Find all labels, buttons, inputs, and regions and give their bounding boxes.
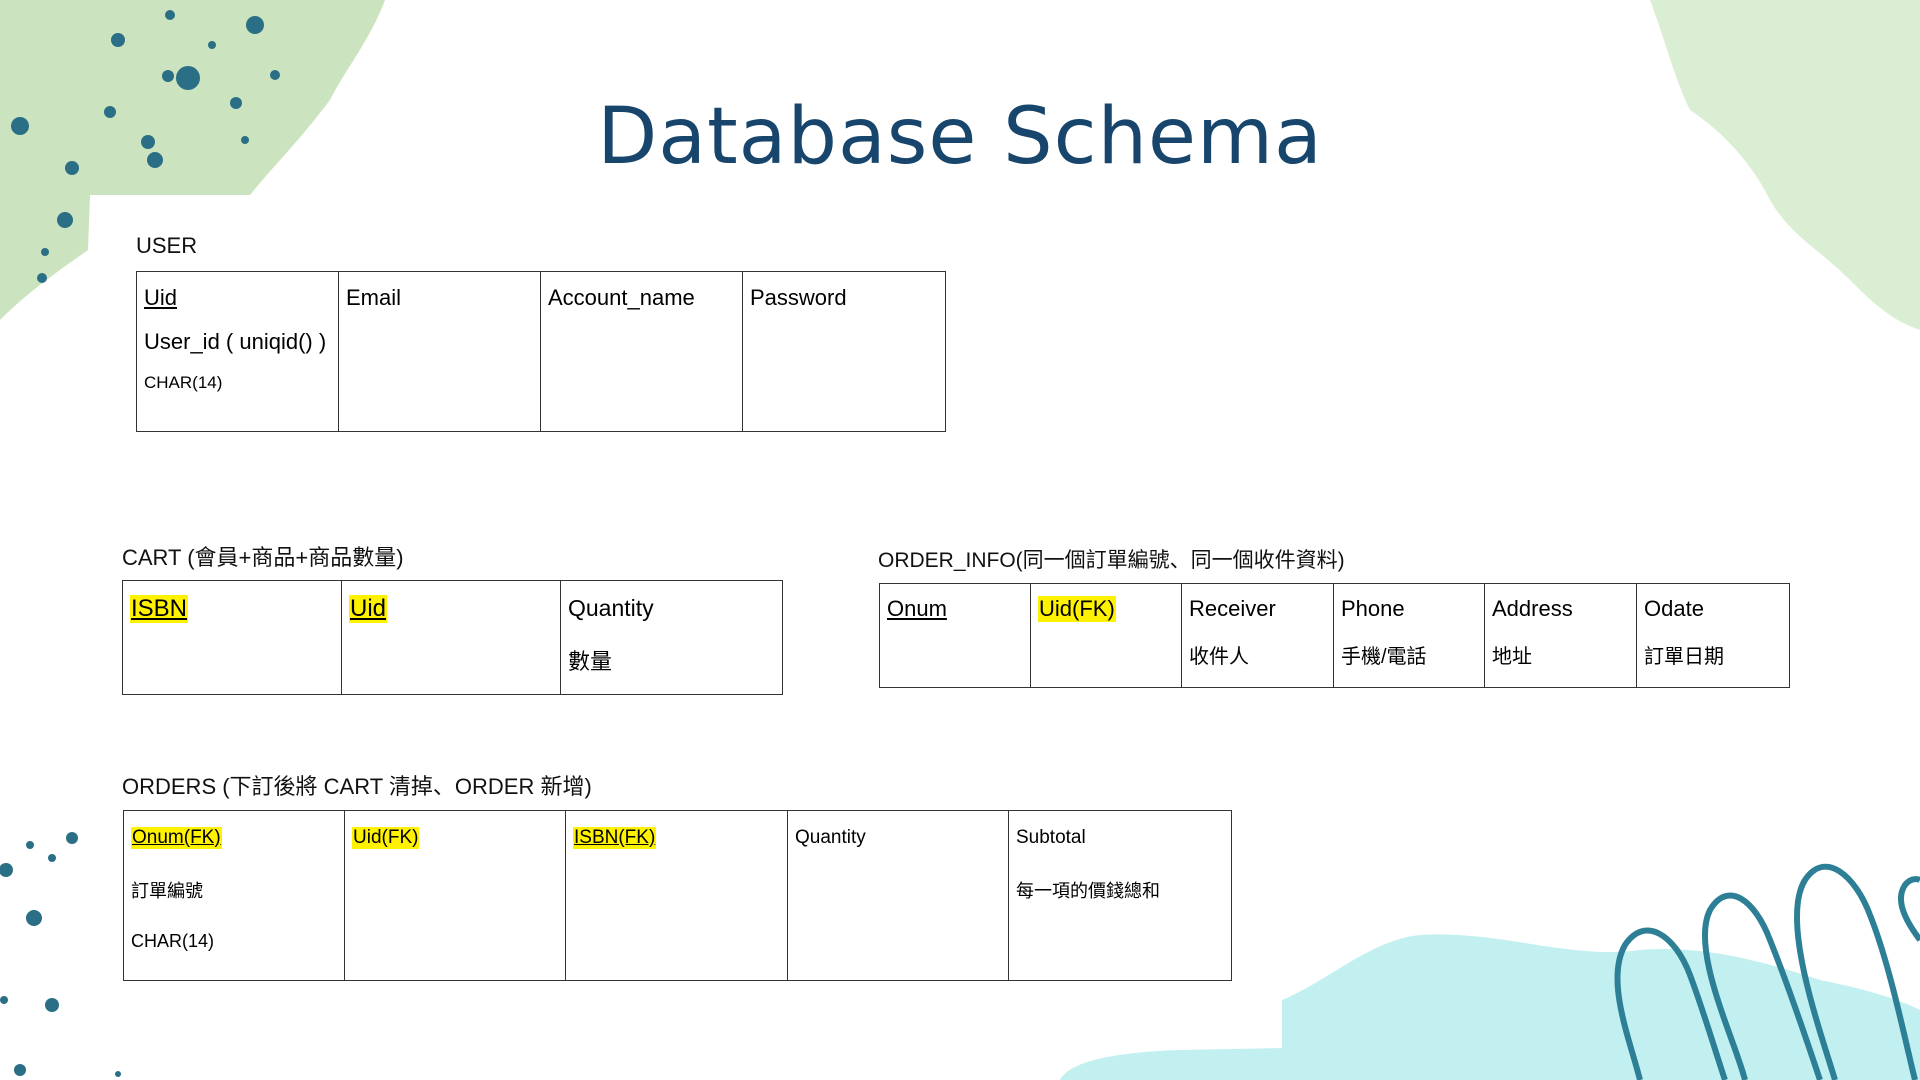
orders-table-label: ORDERS (下訂後將 CART 清掉、ORDER 新增) xyxy=(122,774,592,799)
user-col-account-name: Account_name xyxy=(540,271,743,432)
cart-table: ISBN Uid Quantity 數量 xyxy=(122,580,783,695)
order-info-col-odate: Odate 訂單日期 xyxy=(1636,583,1790,688)
cart-quantity-name: Quantity xyxy=(568,595,654,621)
order-info-receiver-desc: 收件人 xyxy=(1189,646,1249,668)
cart-table-label: CART (會員+商品+商品數量) xyxy=(122,545,404,570)
user-email-name: Email xyxy=(346,285,402,310)
orders-subtotal-desc: 每一項的價錢總和 xyxy=(1016,881,1160,901)
orders-col-subtotal: Subtotal 每一項的價錢總和 xyxy=(1008,810,1232,981)
orders-isbn-name: ISBN(FK) xyxy=(573,827,657,849)
orders-table: Onum(FK) 訂單編號 CHAR(14) Uid(FK) ISBN(FK) … xyxy=(123,810,1232,981)
order-info-address-desc: 地址 xyxy=(1492,646,1532,668)
user-col-uid: Uid User_id ( uniqid() ) CHAR(14) xyxy=(136,271,339,432)
order-info-col-receiver: Receiver 收件人 xyxy=(1181,583,1334,688)
order-info-col-uid: Uid(FK) xyxy=(1030,583,1182,688)
order-info-onum-name: Onum xyxy=(887,596,947,621)
order-info-odate-name: Odate xyxy=(1644,596,1704,621)
cart-col-quantity: Quantity 數量 xyxy=(560,580,783,695)
user-col-email: Email xyxy=(338,271,541,432)
orders-col-quantity: Quantity xyxy=(787,810,1009,981)
user-password-name: Password xyxy=(750,285,847,310)
user-table-label: USER xyxy=(136,233,198,258)
cart-col-uid: Uid xyxy=(341,580,561,695)
order-info-phone-name: Phone xyxy=(1341,596,1405,621)
orders-onum-name: Onum(FK) xyxy=(131,827,222,849)
order-info-uid-name: Uid(FK) xyxy=(1038,596,1116,622)
order-info-col-address: Address 地址 xyxy=(1484,583,1637,688)
user-col-password: Password xyxy=(742,271,946,432)
user-table: Uid User_id ( uniqid() ) CHAR(14) Email … xyxy=(136,271,946,432)
cart-col-isbn: ISBN xyxy=(122,580,342,695)
order-info-col-onum: Onum xyxy=(879,583,1031,688)
order-info-receiver-name: Receiver xyxy=(1189,596,1276,621)
green-splash-top-right xyxy=(1650,0,1920,330)
cart-isbn-name: ISBN xyxy=(130,595,189,623)
orders-col-uid: Uid(FK) xyxy=(344,810,566,981)
orders-subtotal-name: Subtotal xyxy=(1016,827,1086,848)
orders-onum-type: CHAR(14) xyxy=(131,931,215,951)
orders-onum-desc: 訂單編號 xyxy=(131,881,203,901)
orders-uid-name: Uid(FK) xyxy=(352,827,420,849)
orders-col-onum: Onum(FK) 訂單編號 CHAR(14) xyxy=(123,810,345,981)
cart-quantity-desc: 數量 xyxy=(568,649,613,674)
cart-uid-name: Uid xyxy=(349,595,388,623)
user-uid-name: Uid xyxy=(144,285,178,310)
orders-quantity-name: Quantity xyxy=(795,827,866,848)
user-uid-desc: User_id ( uniqid() ) xyxy=(144,329,327,354)
loops-bottom-right xyxy=(1614,863,1920,1080)
order-info-table: Onum Uid(FK) Receiver 收件人 Phone 手機/電話 Ad… xyxy=(879,583,1790,688)
orders-col-isbn: ISBN(FK) xyxy=(565,810,788,981)
teal-splash-bottom-right xyxy=(1060,934,1920,1080)
user-uid-type: CHAR(14) xyxy=(144,373,223,392)
order-info-address-name: Address xyxy=(1492,596,1573,621)
order-info-col-phone: Phone 手機/電話 xyxy=(1333,583,1485,688)
green-splash-top-left xyxy=(0,0,385,320)
slide-title: Database Schema xyxy=(597,92,1323,182)
order-info-odate-desc: 訂單日期 xyxy=(1644,646,1724,668)
dots-left xyxy=(0,10,280,1077)
order-info-table-label: ORDER_INFO(同一個訂單編號、同一個收件資料) xyxy=(878,549,1345,572)
order-info-phone-desc: 手機/電話 xyxy=(1341,646,1427,668)
user-account-name: Account_name xyxy=(548,285,695,310)
